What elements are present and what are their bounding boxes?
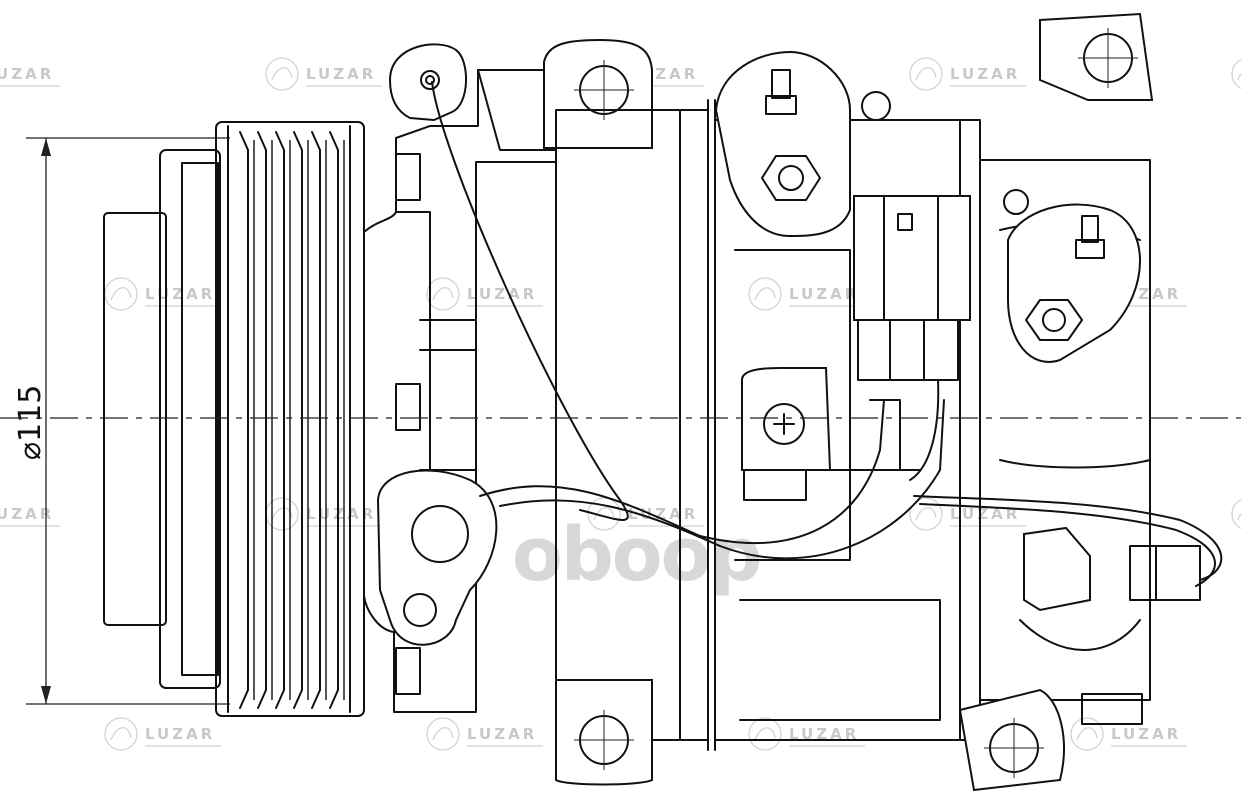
wire-clip-top (388, 43, 468, 122)
svg-text:LUZAR: LUZAR (950, 505, 1020, 523)
mount-ear-bottom (555, 679, 653, 786)
clutch-connector (853, 195, 971, 381)
watermark-tile: LUZAR (0, 505, 60, 527)
watermark-tile: LUZAR (426, 717, 543, 751)
dimension-label: ⌀115 (13, 385, 48, 460)
svg-text:LUZAR: LUZAR (0, 65, 54, 83)
watermark-tile: LUZAR (104, 717, 221, 751)
watermark-tile: LUZAR (748, 717, 865, 751)
svg-text:LUZAR: LUZAR (950, 65, 1020, 83)
mount-ear-bottom-right (958, 688, 1065, 792)
svg-text:LUZAR: LUZAR (306, 505, 376, 523)
pulley-groove (239, 131, 249, 709)
bolt-hole-upper (861, 91, 891, 121)
svg-text:LUZAR: LUZAR (306, 65, 376, 83)
svg-text:LUZAR: LUZAR (0, 505, 54, 523)
wire-harness (431, 81, 1223, 587)
discharge-port-flange (714, 50, 851, 238)
sensor-connector (1023, 526, 1201, 725)
pulley-groove (293, 131, 303, 709)
bolt-hole-right (1003, 189, 1029, 215)
svg-text:LUZAR: LUZAR (1111, 725, 1181, 743)
mount-ear-top-center (543, 38, 653, 149)
pulley-groove (311, 131, 321, 709)
mount-boss-lower-left (376, 469, 498, 646)
clutch-pulley (103, 121, 365, 717)
svg-text:LUZAR: LUZAR (789, 725, 859, 743)
svg-text:LUZAR: LUZAR (789, 285, 859, 303)
watermark-tile: LUZAR (1231, 58, 1241, 90)
svg-text:LUZAR: LUZAR (467, 725, 537, 743)
watermark-tile: LUZAR (748, 277, 865, 311)
pulley-groove (275, 131, 285, 709)
watermark-tile: LUZAR (1231, 498, 1241, 530)
mount-ear-top-right (1039, 12, 1154, 101)
svg-text:LUZAR: LUZAR (628, 505, 698, 523)
svg-text:LUZAR: LUZAR (145, 285, 215, 303)
watermark-tile: LUZAR (265, 57, 382, 91)
watermark-tile: LUZAR (909, 497, 1026, 531)
svg-text:LUZAR: LUZAR (467, 285, 537, 303)
suction-port-flange (1007, 203, 1141, 363)
diameter-dimension: ⌀115 (13, 137, 230, 705)
svg-text:LUZAR: LUZAR (145, 725, 215, 743)
ground-screw-bracket (741, 367, 832, 501)
pulley-groove (257, 131, 267, 709)
watermark-tile: LUZAR (0, 65, 60, 87)
compressor-body (555, 99, 1151, 751)
pulley-groove (329, 131, 339, 709)
watermark-tile: LUZAR (104, 277, 221, 311)
watermark-layer: LUZAR LUZAR LUZAR LUZAR LUZAR LUZAR LUZAR LUZAR… (0, 57, 1241, 751)
center-logo: oboop (512, 512, 760, 598)
watermark-tile: LUZAR (909, 57, 1026, 91)
watermark-tile: LUZAR (587, 497, 704, 531)
watermark-tile: LUZAR (1070, 717, 1187, 751)
watermark-tile: LUZAR (426, 277, 543, 311)
